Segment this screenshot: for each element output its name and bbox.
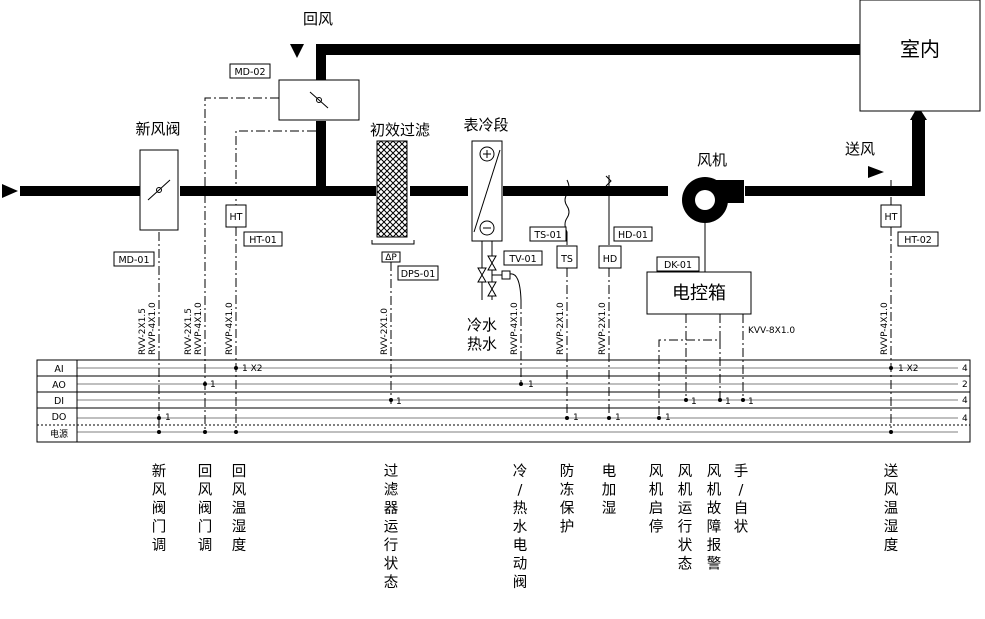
md02-tag: MD-02	[234, 67, 265, 78]
return-duct-up	[316, 48, 326, 80]
cable-label-md01-b: RVV-2X1.5	[138, 308, 148, 355]
row-do-label: DO	[52, 412, 67, 423]
pre-filter-label: 初效过滤	[370, 121, 430, 139]
return-ht-sensor: HT HT-01	[225, 204, 283, 247]
ht01-symbol: HT	[230, 212, 243, 223]
count-ao: 2	[962, 380, 968, 390]
return-air-arrow	[290, 44, 304, 58]
control-box-label: 电控箱	[672, 283, 726, 304]
di-dps01-signal: 1	[396, 397, 402, 407]
row-ao-label: AO	[52, 380, 66, 391]
md01-tag: MD-01	[118, 255, 149, 266]
ts01-tag: TS-01	[533, 230, 561, 241]
hd01-tag: HD-01	[618, 230, 648, 241]
supply-fan: DK-01	[656, 177, 744, 272]
do-ts01-signal: 1	[573, 413, 579, 423]
do-md01-signal: 1	[165, 413, 171, 423]
water-label-2: 热水	[467, 335, 497, 353]
return-air-label: 回风	[303, 10, 333, 28]
count-do: 4	[962, 414, 968, 424]
supply-riser	[912, 118, 925, 196]
fn-water-valve: 冷/热水电动阀	[513, 463, 528, 591]
pre-filter: ΔP DPS-01	[371, 140, 439, 281]
ai-ht02-signal: 1 X2	[898, 364, 918, 374]
fn-filter-status: 过滤器运行状态	[384, 463, 399, 591]
count-di: 4	[962, 396, 968, 406]
supply-air-label: 送风	[845, 140, 875, 158]
dk01-tag: DK-01	[664, 260, 692, 271]
count-ai: 4	[962, 364, 968, 374]
cable-label-md01-a: RVVP-4X1.0	[148, 302, 158, 355]
ai-ht01-signal: 1 X2	[242, 364, 262, 374]
fn-return-damper: 回风阀门调	[198, 463, 213, 554]
do-fan-signal: 1	[665, 413, 671, 423]
main-duct-3	[410, 186, 468, 196]
di-manual-signal: 1	[748, 397, 754, 407]
cable-label-ts01: RVVP-2X1.0	[556, 302, 566, 355]
water-label-1: 冷水	[467, 316, 497, 334]
cable-label-ht02: RVVP-4X1.0	[880, 302, 890, 355]
cable-label-tv01: RVVP-4X1.0	[510, 302, 520, 355]
room-label: 室内	[900, 37, 940, 61]
function-labels: 新风阀门调 回风阀门调 回风温湿度 过滤器运行状态 冷/热水电动阀 防冻保护 电…	[152, 463, 899, 591]
supply-air-arrow	[868, 166, 884, 178]
fresh-damper-label: 新风阀	[135, 120, 180, 138]
ductwork	[2, 44, 927, 198]
supply-riser-arrow	[910, 106, 927, 120]
ht01-tag: HT-01	[249, 235, 277, 246]
cable-label-md02-b: RVV-2X1.5	[184, 308, 194, 355]
supply-ht-sensor: HT HT-02	[880, 204, 939, 247]
main-duct-4	[503, 186, 668, 196]
di-fault-signal: 1	[725, 397, 731, 407]
fresh-air-inlet-arrow	[2, 184, 18, 198]
cable-label-dps01: RVV-2X1.0	[380, 308, 390, 355]
fn-fan-fault: 风机故障报警	[707, 463, 722, 573]
ao-tv01-signal: 1	[528, 380, 534, 390]
cooling-coil-label: 表冷段	[463, 116, 508, 134]
hd-symbol: HD	[603, 254, 617, 265]
ts-symbol: TS	[560, 254, 573, 265]
freeze-protection: TS-01 TS	[529, 179, 578, 269]
dps01-tag: DPS-01	[401, 269, 436, 280]
row-ai-label: AI	[54, 364, 63, 375]
row-di-label: DI	[54, 396, 64, 407]
return-duct-top	[316, 44, 860, 55]
tv01-tag: TV-01	[508, 254, 536, 265]
ht02-tag: HT-02	[904, 235, 932, 246]
room-box: 室内	[859, 0, 981, 112]
signal-lines	[158, 97, 892, 432]
row-power-label: 电源	[50, 428, 68, 440]
fn-return-th: 回风温湿度	[232, 463, 247, 554]
fn-supply-th: 送风温湿度	[884, 463, 899, 554]
cable-label-dk01: KVV-8X1.0	[748, 326, 795, 336]
fn-fresh-damper: 新风阀门调	[152, 463, 167, 554]
do-hd01-signal: 1	[615, 413, 621, 423]
fresh-air-damper: MD-01	[113, 149, 179, 267]
fn-fan-run: 风机运行状态	[678, 463, 693, 573]
fn-freeze: 防冻保护	[560, 463, 575, 536]
ht02-symbol: HT	[885, 212, 898, 223]
cable-label-ht01: RVVP-4X1.0	[225, 302, 235, 355]
cable-label-md02-a: RVVP-4X1.0	[194, 302, 204, 355]
fn-fan-start: 风机启停	[649, 463, 664, 536]
cable-labels: RVVP-4X1.0 RVV-2X1.5 RVVP-4X1.0 RVV-2X1.…	[138, 302, 890, 355]
main-duct-2	[180, 186, 376, 196]
di-run-signal: 1	[691, 397, 697, 407]
control-box: 电控箱	[646, 271, 752, 315]
main-duct-1	[20, 186, 140, 196]
ao-md02-signal: 1	[210, 380, 216, 390]
main-duct-5	[745, 186, 916, 196]
fn-hand-auto: 手/自状	[734, 463, 749, 536]
dps-symbol: ΔP	[385, 253, 397, 263]
humidifier: HD-01 HD	[598, 175, 653, 269]
return-duct-down	[316, 121, 326, 191]
cable-label-hd01: RVVP-2X1.0	[598, 302, 608, 355]
cooling-coil: TV-01 冷水 热水	[467, 140, 543, 353]
fn-humidify: 电加湿	[602, 463, 617, 517]
return-damper: MD-02	[229, 63, 360, 121]
io-table: AI AO DI DO 电源 4 2 4 4 1 X2 1 X2 1 1 1 1…	[36, 359, 971, 443]
fan-label: 风机	[697, 151, 727, 169]
